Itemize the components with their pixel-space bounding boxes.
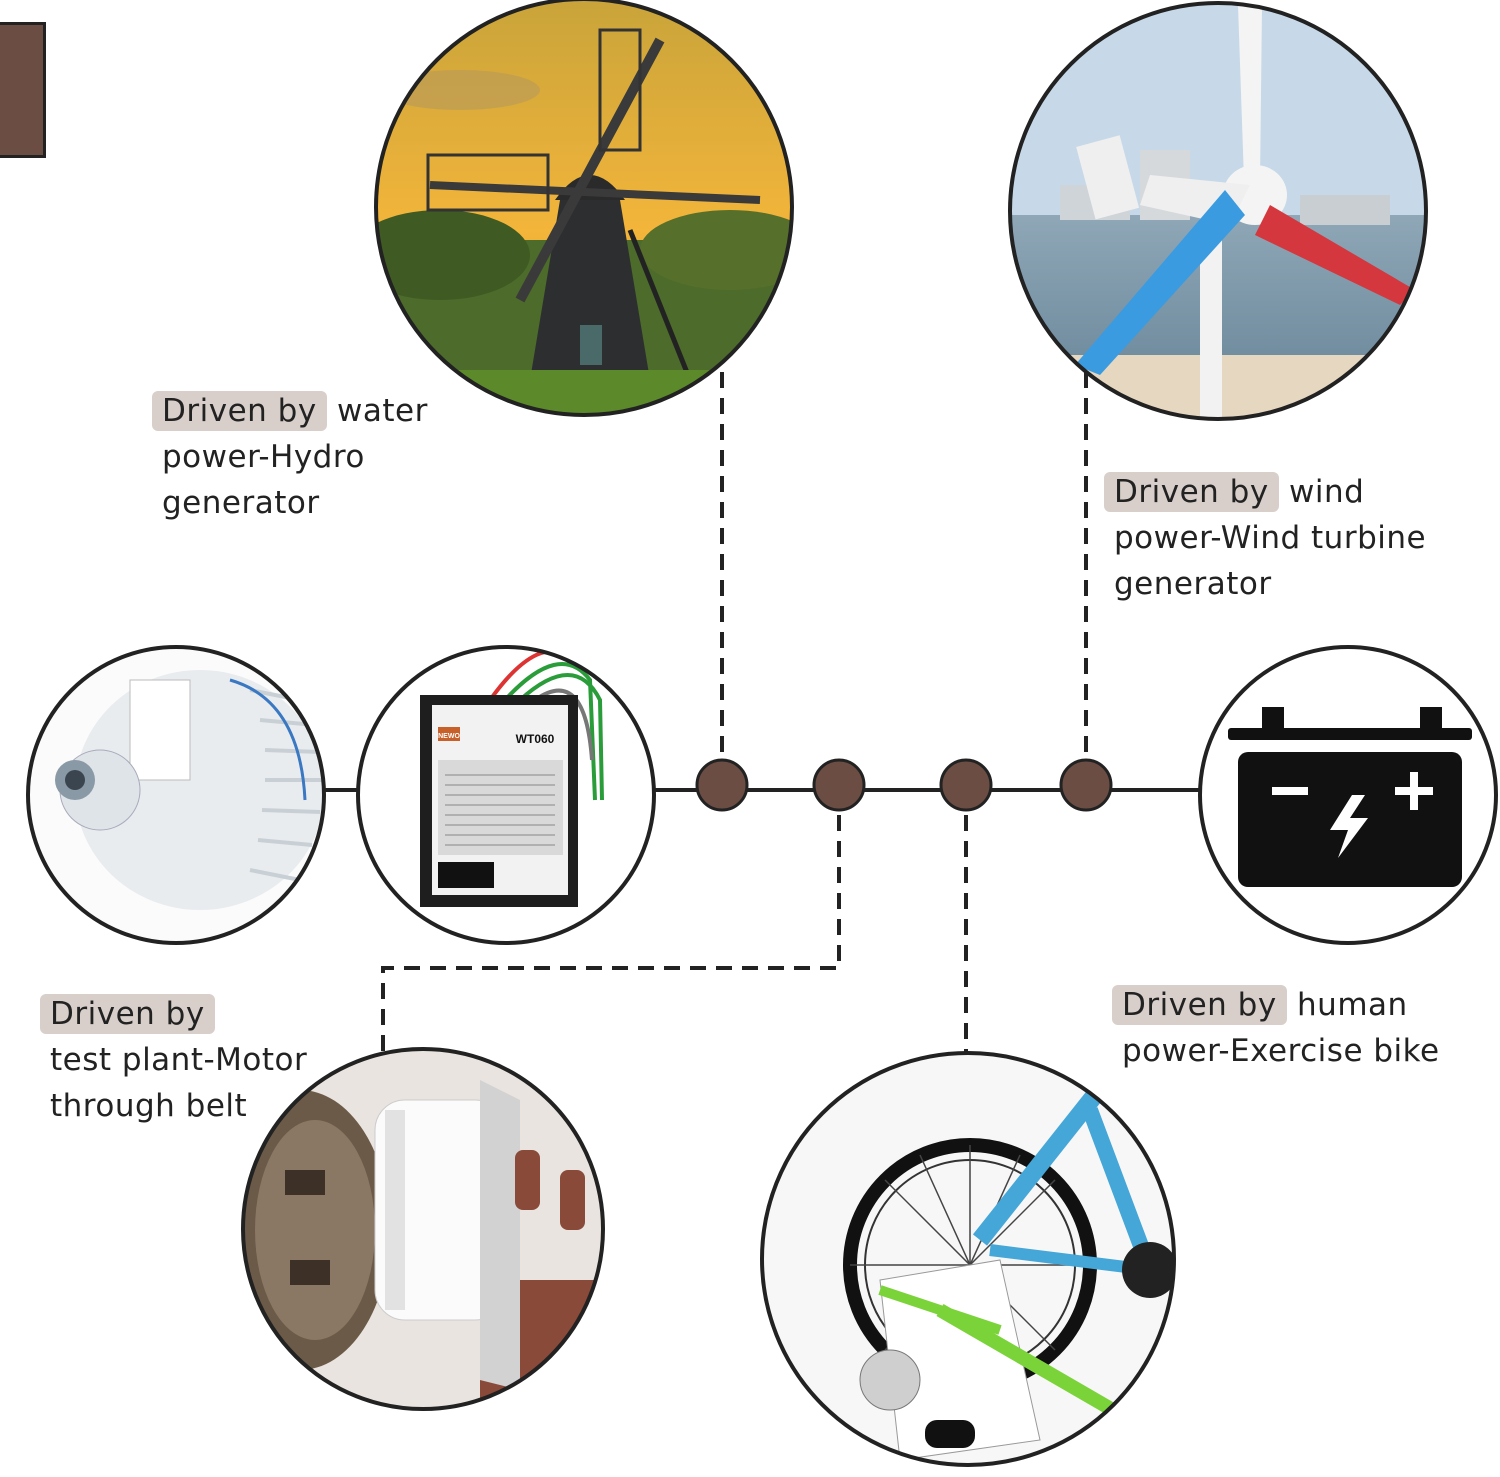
wind-line2: power-Wind turbine bbox=[1114, 520, 1427, 556]
node-wind bbox=[1059, 758, 1113, 812]
wind-rest: wind bbox=[1278, 474, 1365, 510]
node-bike bbox=[939, 758, 993, 812]
controller-photo: WT060 NEWO bbox=[356, 645, 656, 945]
controller-brand-text: NEWO bbox=[438, 733, 460, 740]
motor-line2: test plant-Motor bbox=[50, 1042, 308, 1078]
node-motor bbox=[812, 758, 866, 812]
windmill-photo bbox=[374, 0, 794, 417]
exercise-bike-photo bbox=[760, 1051, 1176, 1467]
bike-rest: human bbox=[1286, 987, 1408, 1023]
junction-nodes bbox=[695, 758, 1113, 812]
bike-line2: power-Exercise bike bbox=[1122, 1033, 1440, 1069]
node-hydro bbox=[695, 758, 749, 812]
controller-model-text: WT060 bbox=[516, 732, 555, 746]
bike-highlight: Driven by bbox=[1112, 985, 1287, 1025]
corner-accent-block bbox=[0, 22, 46, 158]
connector-motor bbox=[381, 815, 841, 1052]
hydro-rest: water bbox=[326, 393, 428, 429]
wind-turbine-photo bbox=[1008, 1, 1428, 421]
wind-highlight: Driven by bbox=[1104, 472, 1279, 512]
hydro-highlight: Driven by bbox=[152, 391, 327, 431]
battery-icon bbox=[1198, 645, 1498, 945]
hydro-label: Driven by water power-Hydro generator bbox=[152, 388, 428, 526]
wind-line3: generator bbox=[1114, 566, 1272, 602]
hydro-line3: generator bbox=[162, 485, 320, 521]
motor-test-photo bbox=[241, 1047, 605, 1411]
bike-label: Driven by human power-Exercise bike bbox=[1112, 982, 1440, 1074]
hydro-line2: power-Hydro bbox=[162, 439, 365, 475]
wind-label: Driven by wind power-Wind turbine genera… bbox=[1104, 469, 1427, 607]
motor-highlight: Driven by bbox=[40, 994, 215, 1034]
dashed-connectors bbox=[381, 372, 1088, 1055]
motor-line3: through belt bbox=[50, 1088, 248, 1124]
generator-photo bbox=[26, 645, 326, 945]
motor-label: Driven by test plant-Motor through belt bbox=[40, 991, 308, 1129]
